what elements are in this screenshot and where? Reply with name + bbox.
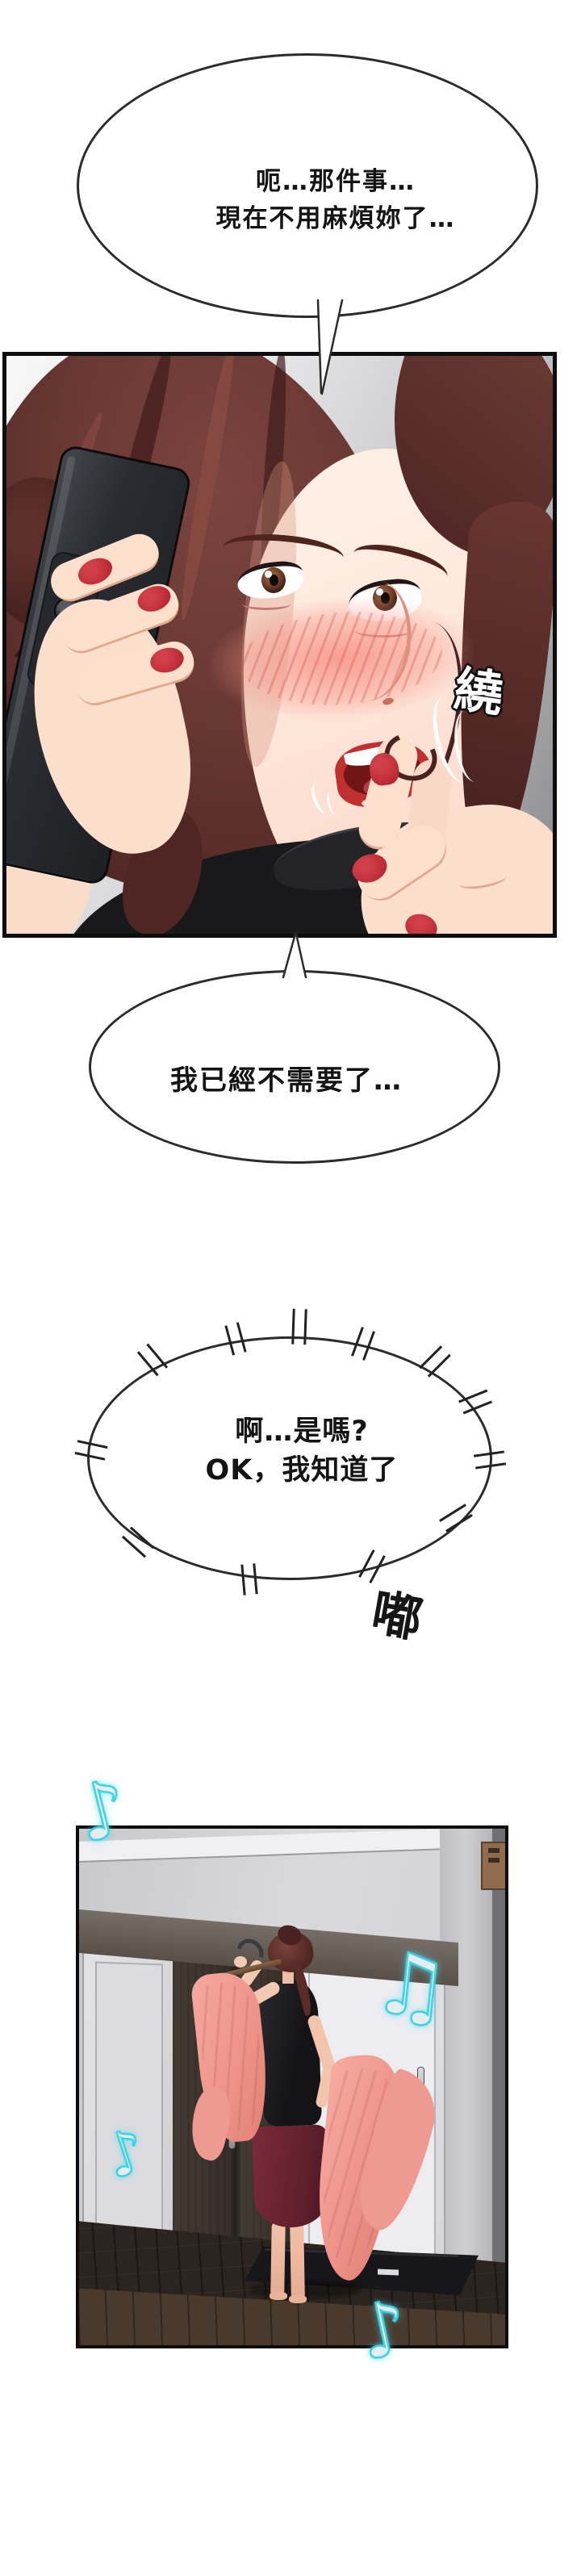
eye-iris xyxy=(261,567,286,593)
bubble-2-tail xyxy=(282,932,307,979)
hand xyxy=(234,1956,247,1968)
eye-left xyxy=(235,558,306,602)
leg xyxy=(290,2220,305,2299)
speech-bubble-2-text: 我已經不需要了… xyxy=(91,972,498,1161)
bubble-1-tail xyxy=(316,299,344,395)
speech-bubble-1: 呃…那件事… 現在不用麻煩妳了… xyxy=(77,53,538,318)
neck xyxy=(282,1971,294,1984)
panel-1: 繞 xyxy=(2,352,557,938)
bubble-1-line-2: 現在不用麻煩妳了… xyxy=(215,204,456,233)
bubble-1-line-1: 呃…那件事… xyxy=(256,167,416,196)
sfx-hair-twirl: 繞 xyxy=(450,661,507,724)
sfx-phone-hang-up: 嘟 xyxy=(367,1583,427,1650)
leg xyxy=(270,2220,286,2296)
phone-voice-bubble: 啊…是嗎? OK，我知道了 xyxy=(87,1336,492,1580)
bubble-2-line-1: 我已經不需要了… xyxy=(170,1064,403,1097)
wall-corner-shadow xyxy=(492,1829,505,2345)
hinge-slot xyxy=(488,1848,499,1853)
eye-glint xyxy=(376,588,383,596)
music-note-icon: ♫ xyxy=(367,1931,456,2040)
maroon-skirt xyxy=(251,2124,330,2229)
bubble-tick xyxy=(473,1450,507,1470)
bubble-3-line-2: OK，我知道了 xyxy=(205,1454,399,1487)
eye-glint xyxy=(265,571,272,578)
bubble-3-line-1: 啊…是嗎? xyxy=(235,1416,369,1448)
eye-pupil xyxy=(270,575,278,586)
speech-bubble-1-text: 呃…那件事… 現在不用麻煩妳了… xyxy=(79,56,536,316)
speech-bubble-2: 我已經不需要了… xyxy=(89,970,500,1164)
bubble-tick xyxy=(240,1563,258,1595)
black-top xyxy=(258,1979,323,2127)
door-hinge-plate xyxy=(481,1842,505,1890)
bubble-tick xyxy=(291,1308,307,1345)
hinge-slot xyxy=(488,1858,499,1863)
phone-voice-bubble-text: 啊…是嗎? OK，我知道了 xyxy=(90,1339,490,1578)
mat-label xyxy=(378,2269,399,2276)
panel-2 xyxy=(76,1825,508,2348)
foot xyxy=(289,2295,307,2303)
foot xyxy=(270,2292,287,2300)
